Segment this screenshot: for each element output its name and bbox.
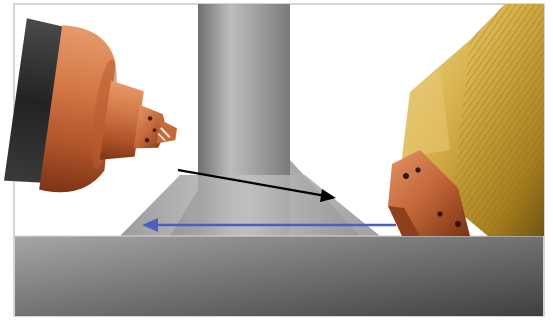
blue-arrow xyxy=(142,218,396,232)
shield-cup xyxy=(388,150,470,236)
base-plate xyxy=(15,175,543,316)
black-arrow xyxy=(177,168,336,202)
left-torch xyxy=(4,18,178,193)
nozzle xyxy=(99,80,144,160)
right-torch xyxy=(388,4,544,236)
